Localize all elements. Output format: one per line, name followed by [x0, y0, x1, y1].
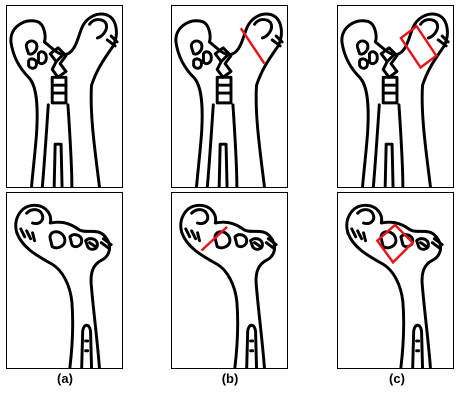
canal-line-right [399, 105, 403, 187]
femur-proximal-outline-top-a [7, 6, 122, 187]
caption-b: (b) [200, 371, 260, 386]
femur-proximal-outline-bottom-b [172, 193, 287, 368]
bone-medial-contour [176, 42, 202, 186]
bone-medial-contour [348, 233, 404, 368]
bone-medial-contour [182, 233, 238, 368]
femoral-head-detail [27, 210, 43, 224]
panel-top-a [6, 5, 123, 188]
trochanter-loop-3 [417, 239, 429, 250]
femoral-head-marks [186, 229, 200, 241]
bone-outer-contour [11, 14, 116, 186]
neck-axis-marker [241, 28, 265, 63]
canal-line-right [68, 105, 72, 187]
calcar-grid [52, 77, 66, 103]
calcar-grid [217, 77, 231, 103]
femur-proximal-outline-top-c [338, 6, 453, 187]
femur-proximal-outline-top-b [172, 6, 287, 187]
femoral-head-marks [21, 229, 35, 241]
calcar-grid [383, 77, 397, 103]
canal-line-left [207, 105, 213, 187]
trochanter-loop-1 [50, 232, 65, 248]
femoral-head-detail [90, 20, 107, 38]
canal-inner [219, 144, 227, 186]
trochanter-loop-1 [215, 232, 230, 248]
femoral-head-marks [352, 229, 366, 241]
panel-bottom-c [337, 192, 454, 369]
femoral-head-detail [358, 210, 374, 224]
bone-medial-contour [342, 42, 368, 186]
trochanter-loop-3 [86, 239, 98, 250]
canal-inner [247, 325, 257, 367]
bone-medial-contour [17, 233, 73, 368]
panel-top-c [337, 5, 454, 188]
panel-bottom-b [171, 192, 288, 369]
trochanter-loop-3 [194, 59, 202, 68]
trochanter-loop-2 [369, 52, 377, 64]
canal-inner [82, 325, 92, 367]
trochanter-loop-3 [251, 239, 263, 250]
canal-line-left [86, 341, 88, 351]
femoral-head-detail [255, 20, 272, 38]
trochanter-loop-2 [203, 52, 211, 64]
trochanter-loop-3 [29, 59, 37, 68]
trochanter-loop-2 [235, 235, 247, 247]
bone-outer-contour [342, 14, 447, 186]
canal-inner [385, 144, 393, 186]
trochanter-loop-1 [357, 41, 368, 54]
canal-line-right [233, 105, 237, 187]
trochanter-loop-3 [360, 59, 368, 68]
canal-line-left [251, 341, 253, 351]
trochanter-loop-2 [38, 52, 46, 64]
femur-proximal-outline-bottom-c [338, 193, 453, 368]
caption-c: (c) [367, 371, 427, 386]
canal-inner [54, 144, 62, 186]
femoral-head-detail [192, 210, 208, 224]
trochanter-loop-2 [70, 235, 82, 247]
trochanter-loop-1 [191, 41, 202, 54]
bone-outer-contour [181, 205, 275, 367]
bone-medial-contour [11, 42, 37, 186]
bone-outer-contour [16, 205, 110, 367]
panel-top-b [171, 5, 288, 188]
canal-line-left [42, 105, 48, 187]
caption-a: (a) [35, 371, 95, 386]
trochanter-loop-1 [26, 41, 37, 54]
femur-proximal-outline-bottom-a [7, 193, 122, 368]
canal-line-left [373, 105, 379, 187]
panel-bottom-a [6, 192, 123, 369]
bone-outer-contour [176, 14, 281, 186]
canal-line-left [417, 341, 419, 351]
bone-outer-contour [347, 205, 441, 367]
neck-box-marker [401, 26, 436, 67]
canal-inner [413, 325, 423, 367]
